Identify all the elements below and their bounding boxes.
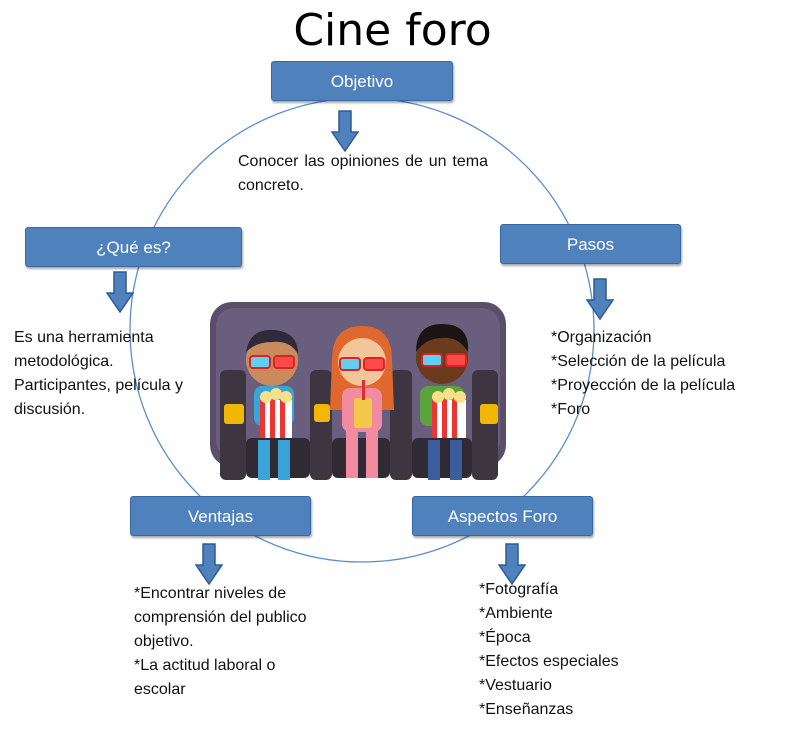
ventajas-line: *Encontrar niveles de (134, 585, 287, 602)
ventajas-line: escolar (134, 681, 186, 698)
ventajas-line: comprensión del publico (134, 609, 307, 626)
down-arrow-icon (586, 278, 614, 320)
node-que-es: ¿Qué es? (25, 227, 242, 267)
que-es-line: discusión. (14, 401, 86, 418)
list-item: *Fotografía (479, 581, 559, 598)
node-aspectos-foro: Aspectos Foro (412, 496, 593, 536)
ventajas-line: *La actitud laboral o (134, 657, 276, 674)
ventajas-line: objetivo. (134, 633, 194, 650)
node-pasos: Pasos (500, 224, 681, 264)
list-item: *Selección de la película (551, 353, 726, 370)
objetivo-text: Conocer las opiniones de un tema concret… (238, 153, 488, 194)
aspectos-list: *Fotografía *Ambiente *Época *Efectos es… (479, 578, 679, 722)
list-item: *Enseñanzas (479, 701, 574, 718)
que-es-text: Es una herramienta metodológica. Partici… (14, 326, 214, 422)
que-es-line: Es una herramienta (14, 329, 154, 346)
down-arrow-icon (195, 543, 223, 585)
list-item: *Foro (551, 401, 591, 418)
list-item: *Época (479, 629, 531, 646)
ventajas-text: *Encontrar niveles de comprensión del pu… (134, 582, 354, 702)
list-item: *Proyección de la película (551, 377, 736, 394)
list-item: *Efectos especiales (479, 653, 619, 670)
list-item: *Ambiente (479, 605, 553, 622)
down-arrow-icon (331, 110, 359, 152)
list-item: *Organización (551, 329, 652, 346)
list-item: *Vestuario (479, 677, 552, 694)
down-arrow-icon (106, 271, 134, 313)
page-title: Cine foro (293, 5, 492, 56)
que-es-line: Participantes, película y (14, 377, 183, 394)
que-es-line: metodológica. (14, 353, 114, 370)
pasos-list: *Organización *Selección de la película … (551, 326, 776, 422)
cinema-kids-illustration (210, 302, 506, 480)
node-objetivo: Objetivo (271, 61, 453, 101)
node-ventajas: Ventajas (130, 496, 311, 536)
